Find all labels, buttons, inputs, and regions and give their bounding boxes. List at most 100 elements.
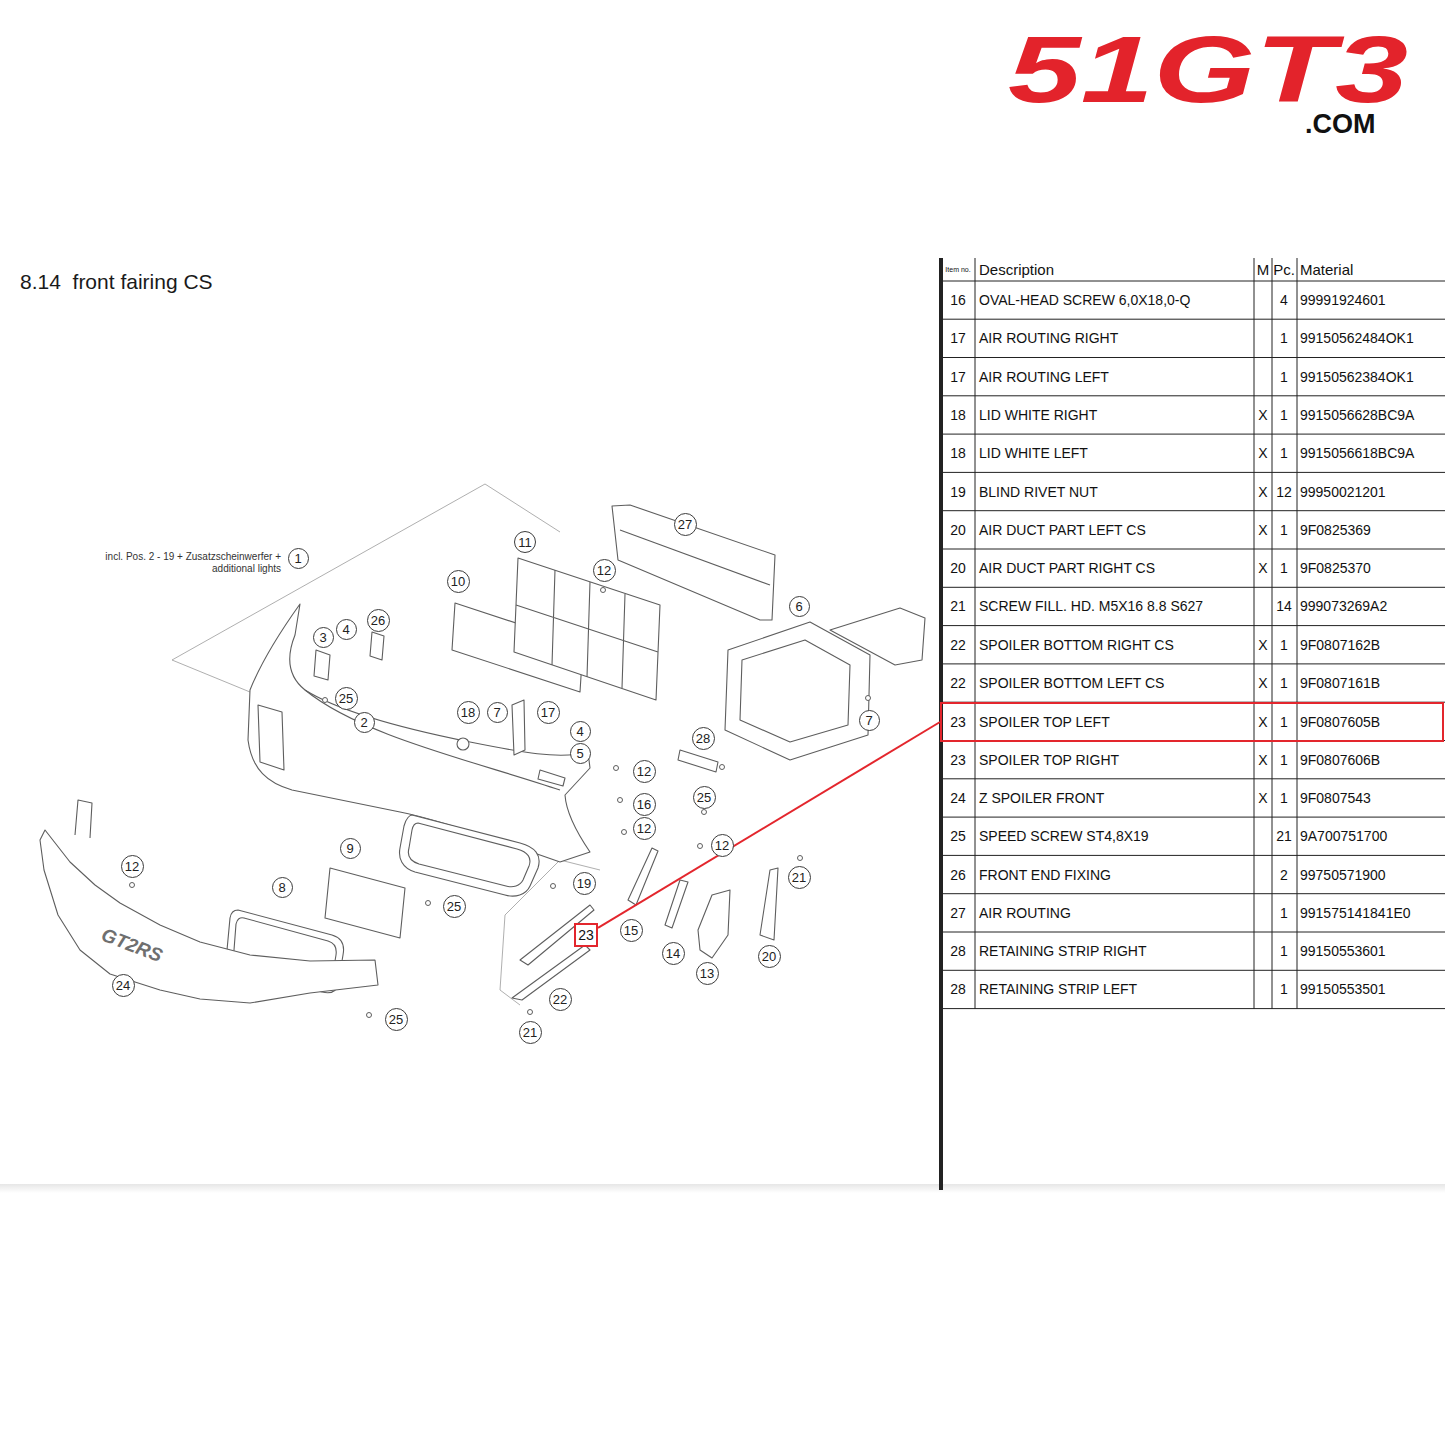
light-housing-inner — [740, 640, 850, 742]
callout-number: 18 — [457, 701, 480, 724]
table-cell: X — [1258, 561, 1267, 575]
table-cell: 1 — [1280, 561, 1288, 575]
callout-text: 8 — [278, 881, 285, 894]
table-cell: 9F0807605B — [1300, 715, 1380, 729]
table-cell: 4 — [1280, 293, 1288, 307]
screw — [528, 1010, 533, 1015]
table-cell: 22 — [950, 676, 966, 690]
table-cell: X — [1258, 753, 1267, 767]
callout-text: 7 — [493, 706, 500, 719]
table-cell: SPOILER BOTTOM RIGHT CS — [979, 638, 1174, 652]
callout-number: 2 — [354, 712, 375, 733]
table-cell: 99150562384OK1 — [1300, 370, 1414, 384]
table-cell: AIR DUCT PART RIGHT CS — [979, 561, 1155, 575]
table-cell: 21 — [950, 599, 966, 613]
callout-text: 28 — [696, 732, 710, 745]
table-cell: X — [1258, 485, 1267, 499]
callout-text: 16 — [637, 798, 651, 811]
callout-text: 11 — [518, 536, 532, 549]
table-cell: 999073269A2 — [1300, 599, 1387, 613]
page-title: 8.14 front fairing CS — [20, 271, 213, 292]
table-cell: 1 — [1280, 676, 1288, 690]
screw — [601, 588, 606, 593]
table-cell: RETAINING STRIP LEFT — [979, 982, 1137, 996]
light-strip — [830, 608, 925, 665]
grille-frame — [514, 558, 660, 700]
table-cell: 1 — [1280, 791, 1288, 805]
callout-number: 11 — [514, 531, 536, 553]
callout-text: 24 — [116, 979, 130, 992]
lid-cap — [457, 738, 469, 750]
table-cell: 1 — [1280, 370, 1288, 384]
callout-number: 26 — [367, 609, 390, 632]
table-cell: 18 — [950, 446, 966, 460]
table-cell: AIR ROUTING — [979, 906, 1071, 920]
group-note: incl. Pos. 2 - 19 + Zusatzscheinwerfer +… — [83, 551, 281, 575]
table-cell: 19 — [950, 485, 966, 499]
table-cell: 1 — [1280, 408, 1288, 422]
table-cell: 1 — [1280, 715, 1288, 729]
table-cell: 9915056628BC9A — [1300, 408, 1414, 422]
callout-number: 27 — [674, 513, 697, 536]
spoiler-part — [628, 848, 658, 905]
table-cell: 17 — [950, 370, 966, 384]
table-cell: 9915056618BC9A — [1300, 446, 1414, 460]
callout-text: 6 — [795, 600, 802, 613]
callout-number: 12 — [633, 760, 656, 783]
table-cell: AIR DUCT PART LEFT CS — [979, 523, 1146, 537]
table-cell: 1 — [1280, 523, 1288, 537]
screw — [426, 901, 431, 906]
callout-text: 3 — [319, 631, 326, 644]
table-cell: 1 — [1280, 446, 1288, 460]
table-cell: 28 — [950, 944, 966, 958]
table-cell: 9F0825369 — [1300, 523, 1371, 537]
callout-number: 6 — [789, 596, 810, 617]
callout-text: 10 — [451, 575, 465, 588]
screw — [622, 830, 627, 835]
table-cell: 1 — [1280, 753, 1288, 767]
table-cell: 22 — [950, 638, 966, 652]
table-cell: 24 — [950, 791, 966, 805]
callout-number: 9 — [340, 838, 361, 859]
screw — [323, 698, 328, 703]
callout-number: 7 — [487, 702, 508, 723]
callout-text: 25 — [697, 791, 711, 804]
callout-text: 2 — [360, 716, 367, 729]
table-cell: SPEED SCREW ST4,8X19 — [979, 829, 1149, 843]
callout-number: 25 — [693, 786, 716, 809]
table-cell: AIR ROUTING LEFT — [979, 370, 1109, 384]
table-cell: 9A700751700 — [1300, 829, 1387, 843]
table-cell: 17 — [950, 331, 966, 345]
table-cell: X — [1258, 791, 1267, 805]
callout-number: 20 — [758, 945, 781, 968]
callout-number: 5 — [570, 743, 591, 764]
table-row-lines — [943, 281, 1445, 1009]
table-cell: 14 — [1276, 599, 1292, 613]
callout-number: 13 — [696, 962, 719, 985]
callout-text: 25 — [447, 900, 461, 913]
logo-text: 51GT3 — [1008, 23, 1408, 117]
table-cell: 99991924601 — [1300, 293, 1386, 307]
table-cell: 99150562484OK1 — [1300, 331, 1414, 345]
callout-text: 12 — [637, 822, 651, 835]
table-cell: RETAINING STRIP RIGHT — [979, 944, 1147, 958]
table-cell: 99750571900 — [1300, 868, 1386, 882]
screw — [720, 765, 725, 770]
screw — [618, 798, 623, 803]
callout-text: 5 — [576, 747, 583, 760]
table-cell: SPOILER TOP LEFT — [979, 715, 1110, 729]
callout-number: 28 — [692, 727, 715, 750]
callout-number: 12 — [711, 834, 734, 857]
callout-text: 12 — [715, 839, 729, 852]
air-duct-part — [760, 868, 778, 940]
callout-text: 4 — [342, 623, 349, 636]
callout-text: 1 — [294, 552, 301, 565]
logo-domain: .COM — [1305, 111, 1376, 138]
callout-number: 25 — [385, 1008, 408, 1031]
air-duct-part — [698, 890, 730, 958]
callout-text: 26 — [371, 614, 385, 627]
screw — [702, 810, 707, 815]
callout-text: 21 — [523, 1026, 537, 1039]
air-routing-rib — [620, 530, 770, 585]
leader-line — [598, 722, 940, 928]
